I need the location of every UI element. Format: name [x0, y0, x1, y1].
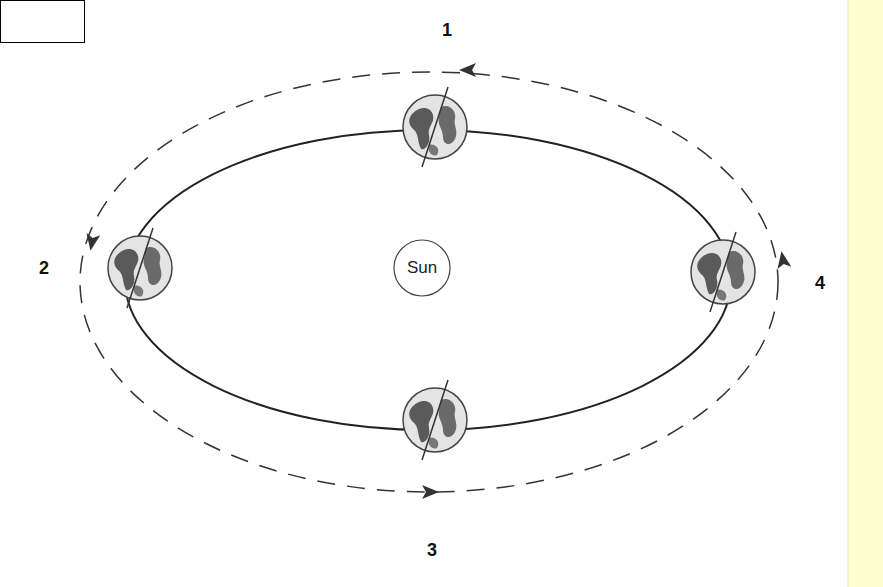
position-number: 3	[427, 540, 437, 561]
position-number: 4	[815, 273, 825, 294]
sun-circle: Sun	[397, 255, 447, 281]
position-number: 2	[39, 258, 49, 279]
position-number: 1	[442, 20, 452, 41]
node-label: Sun	[407, 258, 437, 278]
